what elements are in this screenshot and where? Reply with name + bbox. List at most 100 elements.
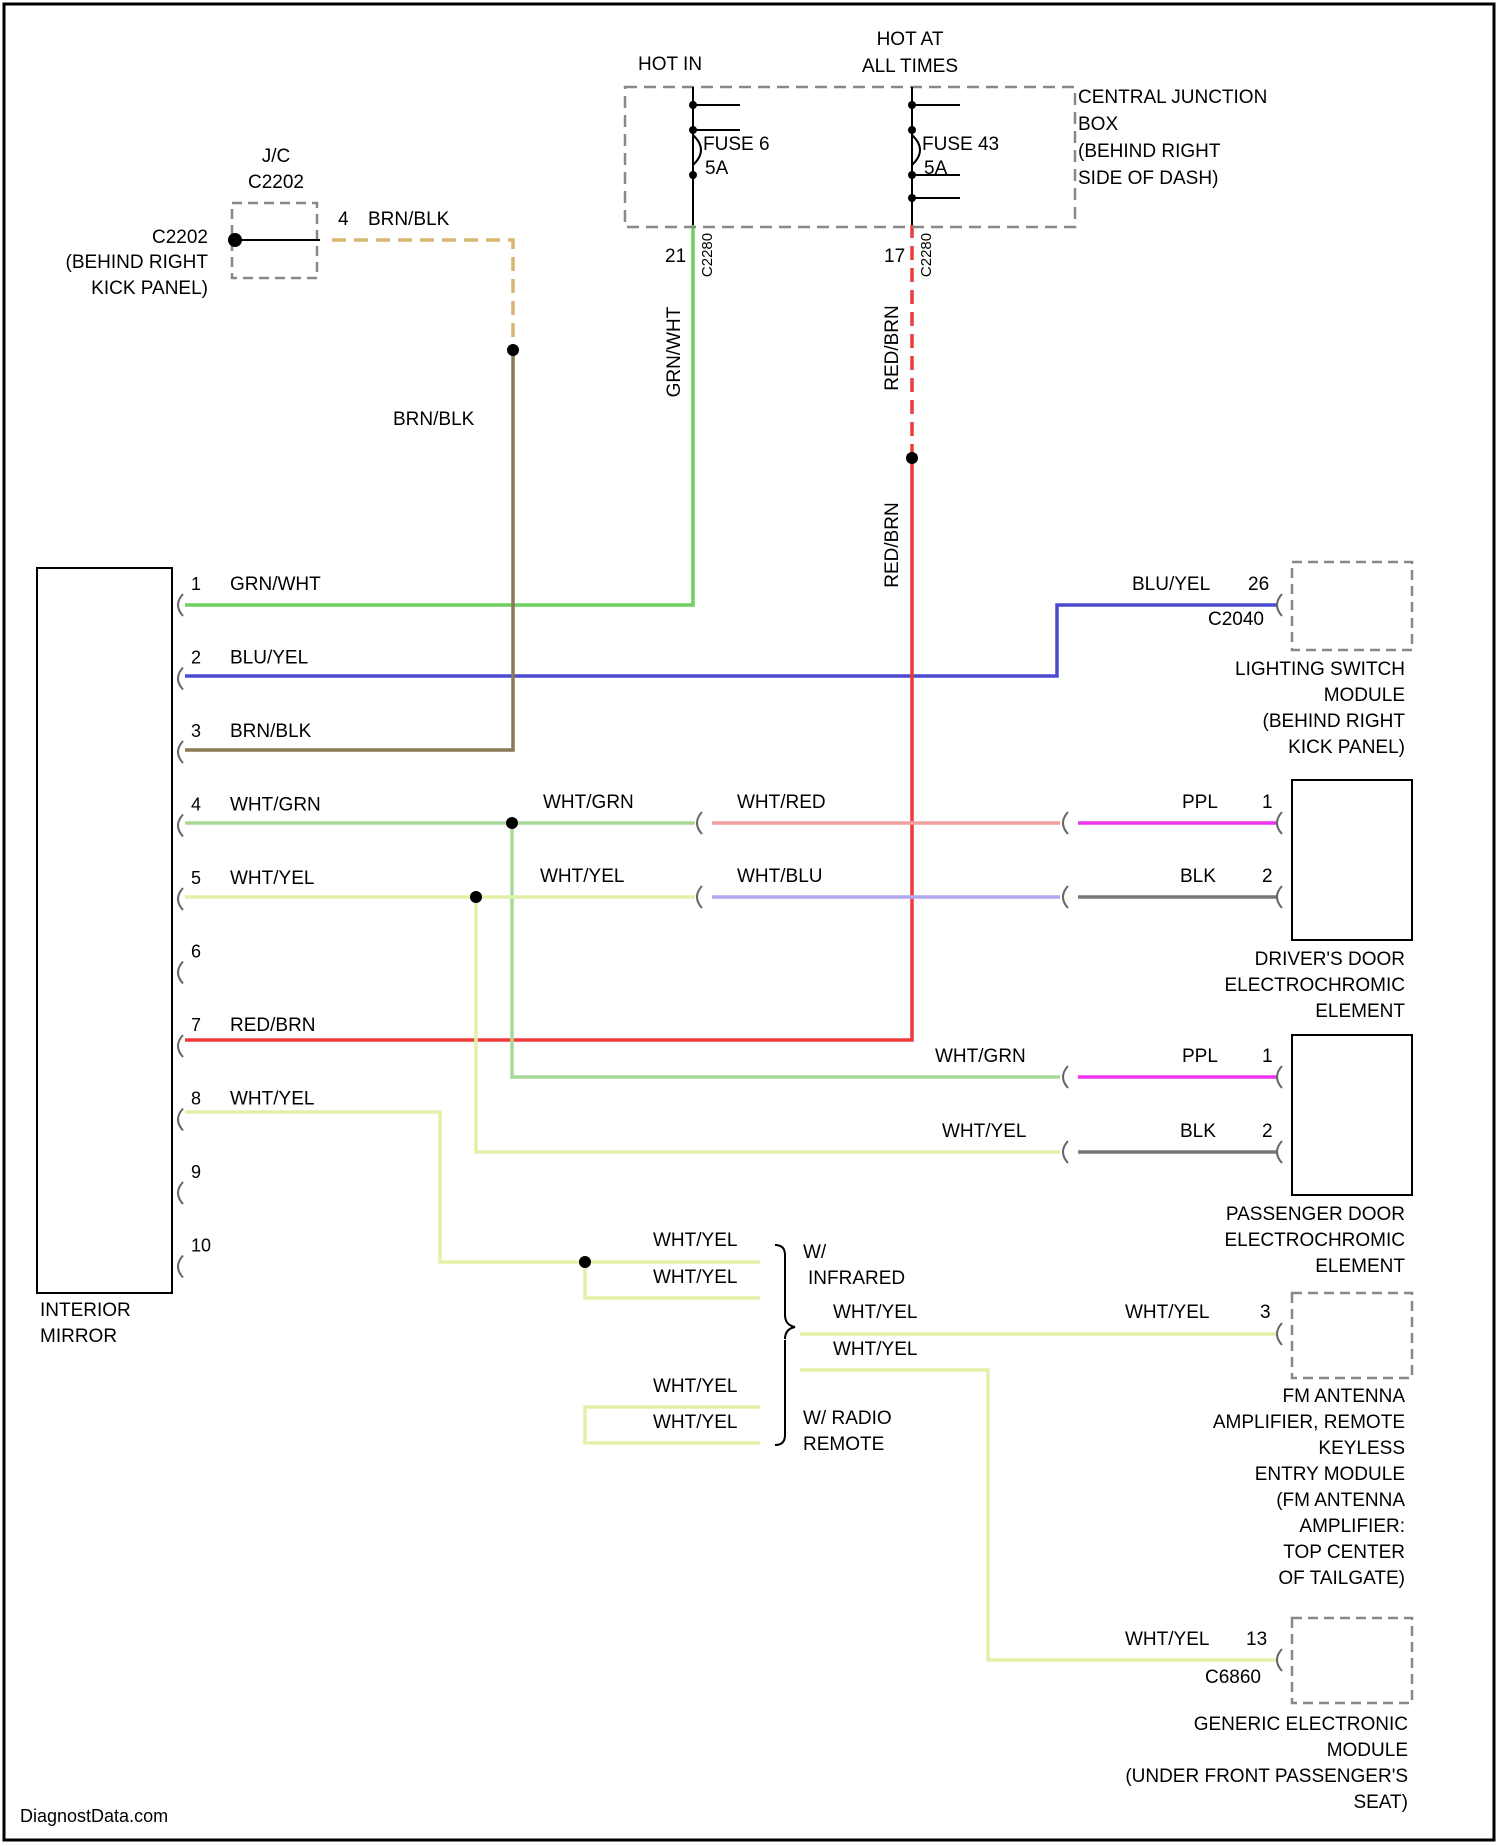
mirror-pin-number: 4 — [191, 795, 201, 815]
passenger-door-name-1: PASSENGER DOOR — [1226, 1204, 1405, 1225]
gem-pin — [1277, 1649, 1282, 1671]
mirror-pin-wire: WHT/YEL — [230, 868, 314, 889]
mirror-name-1: INTERIOR — [40, 1300, 131, 1321]
passenger-door-name-2: ELECTROCHROMIC — [1224, 1230, 1405, 1251]
driver-door-pin-1-number: 1 — [1262, 792, 1273, 813]
mirror-pin-number: 3 — [191, 721, 201, 741]
mirror-pin-cavity — [178, 741, 183, 763]
cjb-label-2: BOX — [1078, 114, 1118, 135]
mirror-pin-wire: WHT/YEL — [230, 1089, 314, 1110]
radio-remote-label-1: W/ RADIO — [803, 1408, 892, 1429]
lighting-switch-wire: BLU/YEL — [1132, 574, 1210, 595]
passenger-door-pin-2 — [1277, 1141, 1282, 1163]
option-wire-1: WHT/YEL — [653, 1230, 737, 1251]
fm-antenna-name-3: KEYLESS — [1318, 1438, 1405, 1459]
splice-wht-grn-label: WHT/GRN — [543, 792, 634, 813]
infrared-label-1: W/ — [803, 1242, 827, 1263]
driver-door-name-1: DRIVER'S DOOR — [1255, 949, 1405, 970]
passenger-door-name-3: ELEMENT — [1315, 1256, 1405, 1277]
fuse-6-symbol — [693, 135, 701, 165]
jc-location-1: (BEHIND RIGHT — [66, 252, 209, 273]
inline-connector-wht-grn — [697, 812, 702, 834]
inline-connector-wht-yel — [697, 886, 702, 908]
gem-name-2: MODULE — [1327, 1740, 1408, 1761]
mirror-pins: 1GRN/WHT2BLU/YEL3BRN/BLK4WHT/GRN5WHT/YEL… — [178, 574, 321, 1278]
driver-door-name-2: ELECTROCHROMIC — [1224, 975, 1405, 996]
brn-blk-vertical-label: BRN/BLK — [393, 409, 475, 430]
driver-door-name-3: ELEMENT — [1315, 1001, 1405, 1022]
mirror-pin-cavity — [178, 1182, 183, 1204]
gem-connector: C6860 — [1205, 1667, 1261, 1688]
radio-remote-label-2: REMOTE — [803, 1434, 884, 1455]
passenger-door-in-wire-2: WHT/YEL — [942, 1121, 1026, 1142]
splice-wht-yel-label: WHT/YEL — [540, 866, 624, 887]
lighting-switch-name-3: (BEHIND RIGHT — [1263, 711, 1406, 732]
red-brn-vertical-label-top: RED/BRN — [882, 305, 903, 391]
wire-blu-yel — [185, 605, 1278, 676]
driver-door-wire-1: PPL — [1182, 792, 1218, 813]
gem-pin-number: 13 — [1246, 1629, 1267, 1650]
mirror-pin-number: 6 — [191, 942, 201, 962]
jc-connector: C2202 — [152, 227, 208, 248]
fm-antenna-wire: WHT/YEL — [1125, 1302, 1209, 1323]
lighting-switch-module-box — [1292, 562, 1412, 650]
passenger-door-element-box — [1292, 1035, 1412, 1195]
lighting-switch-pin — [1277, 594, 1282, 616]
mirror-pin-cavity — [178, 815, 183, 837]
watermark: DiagnostData.com — [20, 1806, 168, 1826]
mirror-pin-number: 1 — [191, 574, 201, 594]
diagram-frame — [4, 4, 1494, 1840]
drivers-door-element-box — [1292, 780, 1412, 940]
fm-antenna-name-1: FM ANTENNA — [1283, 1386, 1406, 1407]
radio-remote-bracket — [775, 1340, 785, 1445]
fuse-43-pin: 17 — [884, 246, 905, 267]
passenger-door-in-wire-1: WHT/GRN — [935, 1046, 1026, 1067]
splice-wht-grn — [506, 817, 518, 829]
splice-brn-blk — [507, 344, 519, 356]
gem-wire: WHT/YEL — [1125, 1629, 1209, 1650]
lighting-switch-connector: C2040 — [1208, 609, 1264, 630]
fuse-43-label: FUSE 43 — [922, 134, 999, 155]
option-wire-5: WHT/YEL — [653, 1376, 737, 1397]
fm-antenna-name-6: AMPLIFIER: — [1299, 1516, 1405, 1537]
jc-title-1: J/C — [262, 146, 291, 167]
mirror-pin-number: 10 — [191, 1236, 211, 1256]
cjb-label-3: (BEHIND RIGHT — [1078, 141, 1221, 162]
hot-at-all-times-line-2: ALL TIMES — [862, 56, 958, 77]
gem-name-3: (UNDER FRONT PASSENGER'S — [1125, 1766, 1408, 1787]
generic-electronic-module-box — [1292, 1618, 1412, 1703]
fm-antenna-pin — [1277, 1323, 1282, 1345]
mirror-pin-wire: BRN/BLK — [230, 721, 312, 742]
mirror-pin-number: 5 — [191, 868, 201, 888]
mirror-pin-wire: WHT/GRN — [230, 795, 321, 816]
option-wire-2: WHT/YEL — [653, 1267, 737, 1288]
fm-antenna-name-5: (FM ANTENNA — [1276, 1490, 1405, 1511]
hot-in-run-label: HOT IN — [638, 54, 702, 75]
fuse-43-rating: 5A — [924, 158, 948, 179]
infrared-bracket — [775, 1245, 795, 1339]
inline-connector-ppl-passenger — [1063, 1066, 1068, 1088]
cjb-label-4: SIDE OF DASH) — [1078, 168, 1218, 189]
mirror-pin-cavity — [178, 888, 183, 910]
mirror-name-2: MIRROR — [40, 1326, 117, 1347]
passenger-door-wire-1: PPL — [1182, 1046, 1218, 1067]
lighting-switch-name-1: LIGHTING SWITCH — [1235, 659, 1405, 680]
gem-name-4: SEAT) — [1353, 1792, 1408, 1813]
splice-red-brn — [906, 452, 918, 464]
cjb-label-1: CENTRAL JUNCTION — [1078, 87, 1267, 108]
interior-mirror-box — [37, 568, 172, 1293]
jc-location-2: KICK PANEL) — [91, 278, 208, 299]
passenger-door-pin-2-number: 2 — [1262, 1121, 1273, 1142]
grn-wht-vertical-label: GRN/WHT — [664, 306, 685, 397]
fm-antenna-name-7: TOP CENTER — [1283, 1542, 1405, 1563]
inline-connector-blk-driver — [1063, 886, 1068, 908]
fuse-6-pin: 21 — [665, 246, 686, 267]
fuse-6-label: FUSE 6 — [703, 134, 770, 155]
mirror-pin-wire: BLU/YEL — [230, 648, 308, 669]
mirror-pin-cavity — [178, 594, 183, 616]
fuse-6-connector: C2280 — [699, 233, 716, 277]
driver-door-wire-2: BLK — [1180, 866, 1216, 887]
mirror-pin-cavity — [178, 962, 183, 984]
splice-wht-blu-label: WHT/BLU — [737, 866, 823, 887]
passenger-door-wire-2: BLK — [1180, 1121, 1216, 1142]
